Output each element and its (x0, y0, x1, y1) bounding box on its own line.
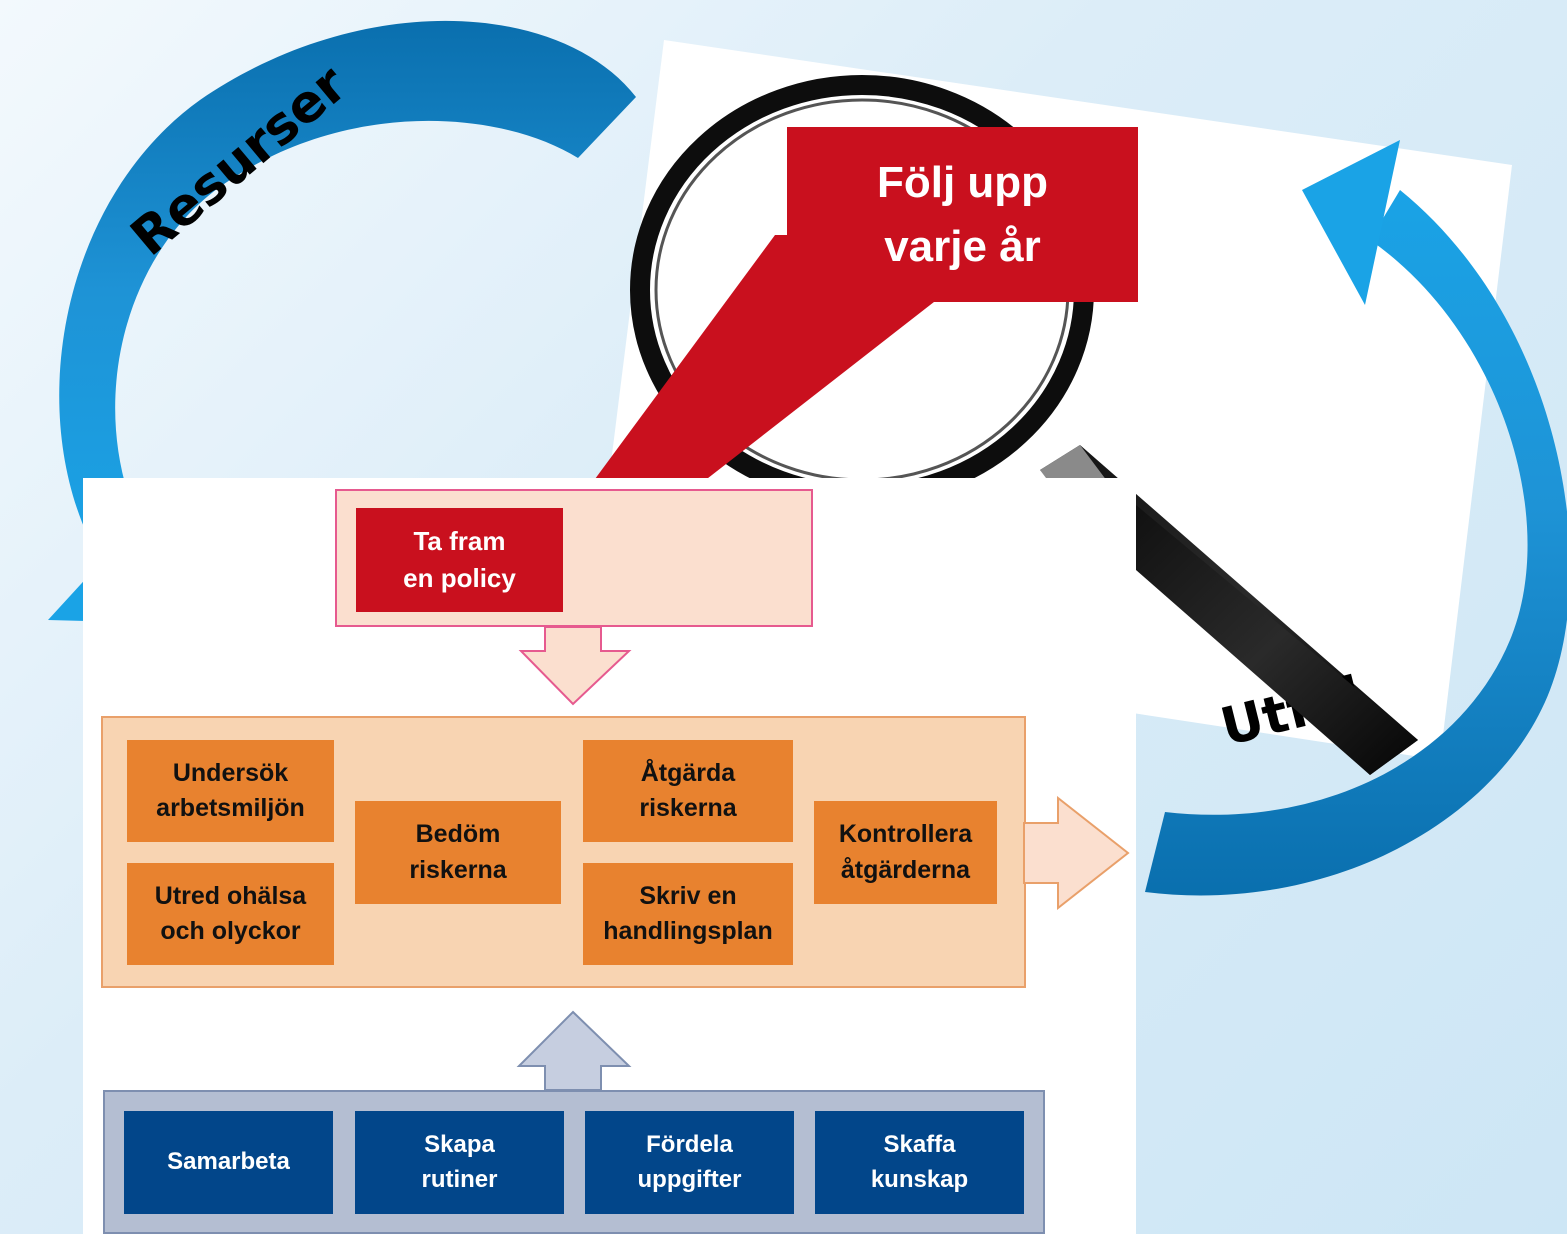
resource-knowledge: Skaffa kunskap (815, 1111, 1024, 1214)
resource-routines: Skapa rutiner (355, 1111, 564, 1214)
step-check: Kontrollera åtgärderna (814, 801, 997, 904)
step-incidents: Utred ohälsa och olyckor (127, 863, 334, 965)
policy-box: Ta fram en policy (356, 508, 563, 612)
step-assess: Bedöm riskerna (355, 801, 561, 904)
follow-up-callout: Följ upp varje år (787, 127, 1138, 302)
right-arrow-icon (1023, 796, 1130, 910)
follow-up-callout-text: Följ upp varje år (876, 157, 1049, 271)
resource-tasks: Fördela uppgifter (585, 1111, 794, 1214)
step-remedy: Åtgärda riskerna (583, 740, 793, 842)
resource-collaborate: Samarbeta (124, 1111, 333, 1214)
magnifier-handle-overlay (1136, 505, 1418, 775)
up-arrow-icon (516, 1010, 632, 1091)
down-arrow-icon (518, 626, 632, 706)
step-plan: Skriv en handlingsplan (583, 863, 793, 965)
right-cycle-arrow (1145, 140, 1567, 896)
step-investigate: Undersök arbetsmiljön (127, 740, 334, 842)
